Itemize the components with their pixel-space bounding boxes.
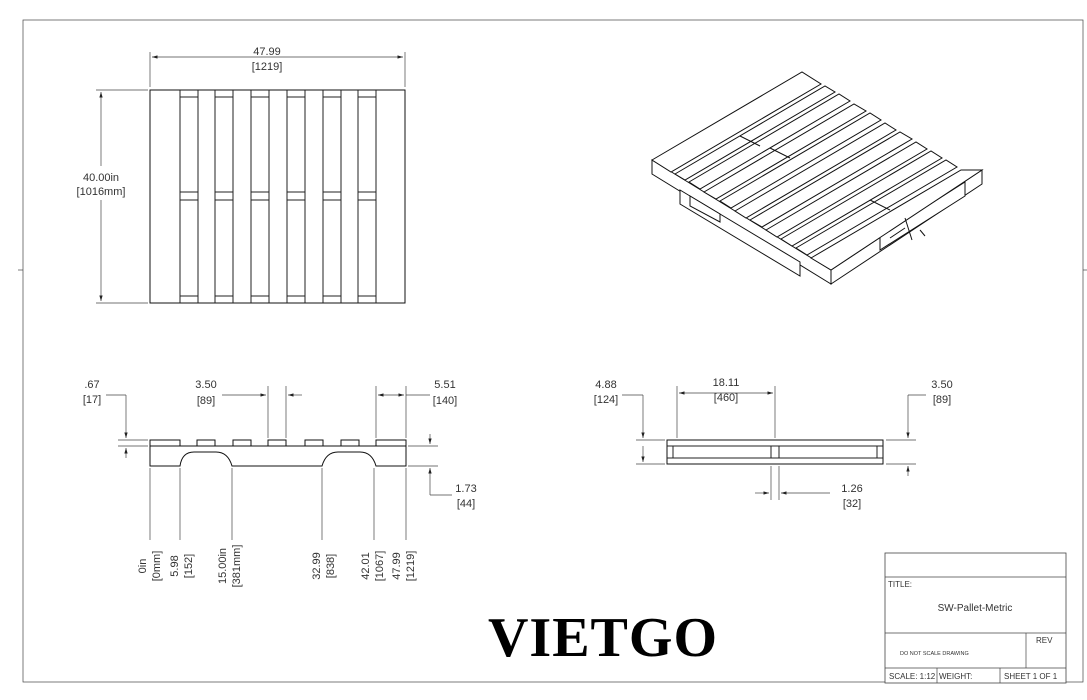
end-height-in: 4.88 [595,379,616,391]
stringer-height-in: 1.73 [455,483,476,495]
pallet-top-outline [149,89,406,304]
deck-board [196,439,216,447]
rev-label: REV [1036,636,1053,645]
top-height-in: 40.00in [83,172,119,184]
pos-5-in: 47.99 [391,552,403,580]
end-view: 4.88 [124] 18.11 [460] 3.50 [89] 1.26 [3… [594,377,953,510]
end-center-mm: [460] [714,392,738,404]
top-height-mm: [1016mm] [77,186,126,198]
pos-5-mm: [1219] [405,551,417,582]
board-width-mm: [89] [197,395,215,407]
drawing-title: SW-Pallet-Metric [938,603,1013,614]
pos-1-mm: [152] [183,554,195,578]
title-label: TITLE: [888,580,912,589]
pos-3-mm: [838] [325,554,337,578]
end-board-mm: [140] [433,395,457,407]
pos-1-in: 5.98 [169,555,181,576]
deck-board [267,439,287,447]
end-view-outline [666,439,884,465]
sheet-number: SHEET 1 OF 1 [1004,672,1058,681]
scale-note: DO NOT SCALE DRAWING [900,651,969,657]
scale-value: SCALE: 1:12 [889,672,936,681]
deck-board [340,439,360,447]
stringer-profile [149,445,407,467]
pos-3-in: 32.99 [311,552,323,580]
pos-2-mm: [381mm] [231,545,243,588]
deck-board [375,439,407,447]
top-view: 47.99 [1219] 40.00in [1016mm] [77,46,406,304]
side-view: 1.73 [44] .67 [17] 3.50 [89] 5.51 [140] [83,379,477,587]
deck-thickness-in: .67 [84,379,99,391]
top-width-mm: [1219] [252,61,283,73]
end-board-mm: [89] [933,394,951,406]
pos-4-in: 42.01 [360,552,372,580]
title-block: TITLE: SW-Pallet-Metric REV DO NOT SCALE… [884,552,1067,684]
end-center-in: 18.11 [713,377,740,389]
pos-4-mm: [1067] [374,551,386,582]
deck-board [232,439,252,447]
end-height-mm: [124] [594,394,618,406]
top-width-in: 47.99 [253,46,281,58]
sheet-border [22,19,1084,683]
end-board-in: 5.51 [434,379,455,391]
board-width-in: 3.50 [195,379,216,391]
end-stringer-mm: [32] [843,498,861,510]
deck-board [149,439,181,447]
pos-0-mm: [0mm] [151,551,163,582]
watermark-logo: VIETGO [488,607,718,669]
isometric-view [651,71,984,285]
weight-label: WEIGHT: [939,672,972,681]
deck-thickness-mm: [17] [83,394,101,406]
deck-board [304,439,324,447]
end-stringer-in: 1.26 [841,483,862,495]
pos-0-in: 0in [137,559,149,574]
end-board-in: 3.50 [931,379,952,391]
stringer-height-mm: [44] [457,498,475,510]
pos-2-in: 15.00in [217,548,229,584]
